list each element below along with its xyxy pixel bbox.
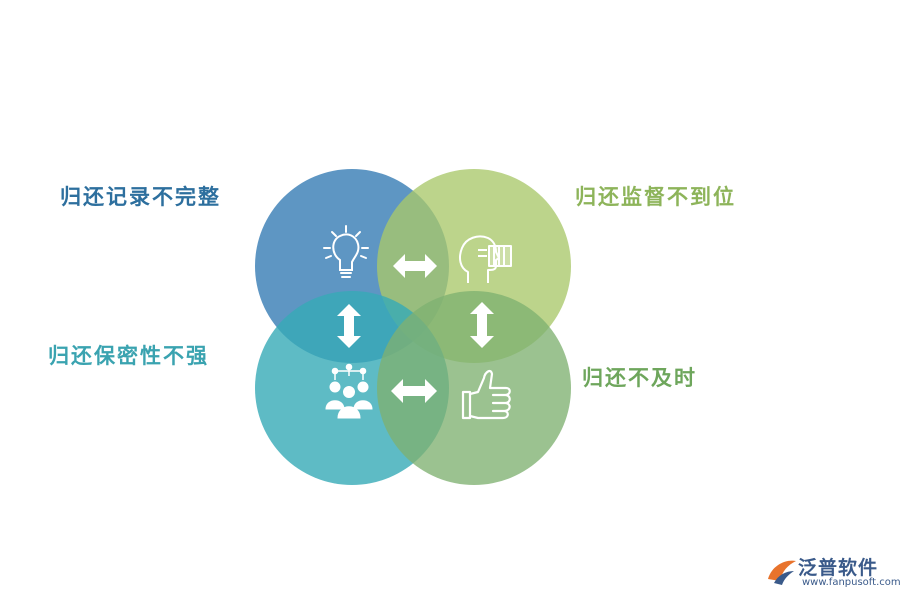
lightbulb-icon — [323, 225, 369, 278]
label-bottom-right: 归还不及时 — [582, 366, 697, 390]
logo-name: 泛普软件 — [798, 557, 879, 579]
double-arrow-vertical-right-icon — [470, 302, 494, 348]
circle-bottom-right — [377, 291, 571, 485]
double-arrow-horizontal-bottom-icon — [391, 379, 437, 403]
team-network-icon — [325, 363, 373, 419]
double-arrow-horizontal-top-icon — [393, 254, 437, 278]
double-arrow-vertical-left-icon — [337, 304, 361, 348]
label-top-left: 归还记录不完整 — [60, 185, 221, 209]
brand-logo: 泛普软件 www.fanpusoft.com — [762, 549, 900, 595]
logo-mark-icon — [768, 560, 796, 585]
label-top-right: 归还监督不到位 — [575, 185, 736, 209]
head-profile-icon — [459, 235, 512, 283]
logo-url: www.fanpusoft.com — [802, 577, 900, 588]
thumbs-up-icon — [461, 369, 511, 420]
label-bottom-left: 归还保密性不强 — [48, 344, 209, 368]
